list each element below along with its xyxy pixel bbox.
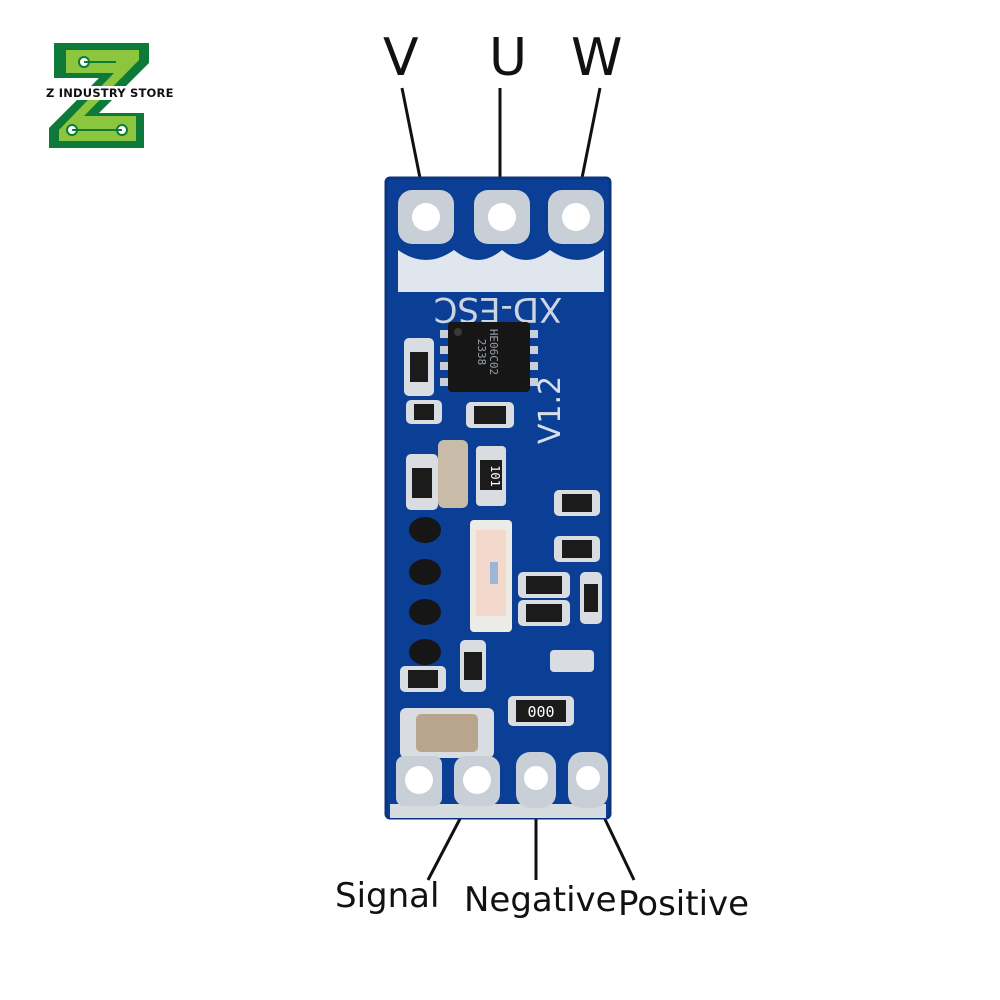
smd-components: 101 000 (400, 338, 602, 758)
store-name: Z INDUSTRY STORE (44, 86, 176, 100)
pin-label-v: V (383, 28, 419, 88)
svg-text:2338: 2338 (475, 339, 488, 366)
silkscreen-version: V1.2 (533, 376, 568, 444)
pin-label-w: W (571, 28, 623, 88)
resistor-label-000: 000 (527, 703, 554, 721)
pin-label-negative: Negative (464, 880, 617, 920)
top-pads (398, 190, 604, 292)
bottom-pads (396, 752, 608, 808)
ic-chip (448, 322, 530, 392)
pin-label-signal: Signal (335, 876, 440, 916)
pin-label-positive: Positive (618, 884, 750, 924)
svg-text:HE06C02: HE06C02 (487, 329, 500, 375)
resistor-label-101: 101 (488, 465, 502, 487)
pin-label-u: U (489, 28, 528, 88)
